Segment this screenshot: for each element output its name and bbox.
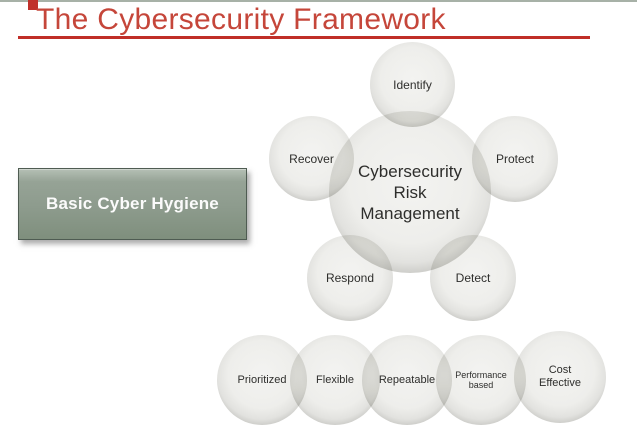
respond-circle xyxy=(307,235,393,321)
recover-circle xyxy=(269,116,354,201)
cost-effective-circle xyxy=(514,331,606,423)
identify-circle xyxy=(370,42,455,127)
top-border-bar xyxy=(0,0,637,2)
detect-circle xyxy=(430,235,516,321)
basic-cyber-hygiene-label: Basic Cyber Hygiene xyxy=(46,194,219,213)
page-title: The Cybersecurity Framework xyxy=(36,3,446,36)
title-underline xyxy=(18,36,590,39)
protect-circle xyxy=(472,116,558,202)
basic-cyber-hygiene-box: Basic Cyber Hygiene xyxy=(18,168,247,240)
performance-based-circle xyxy=(436,335,526,425)
red-corner-mark xyxy=(28,0,38,10)
